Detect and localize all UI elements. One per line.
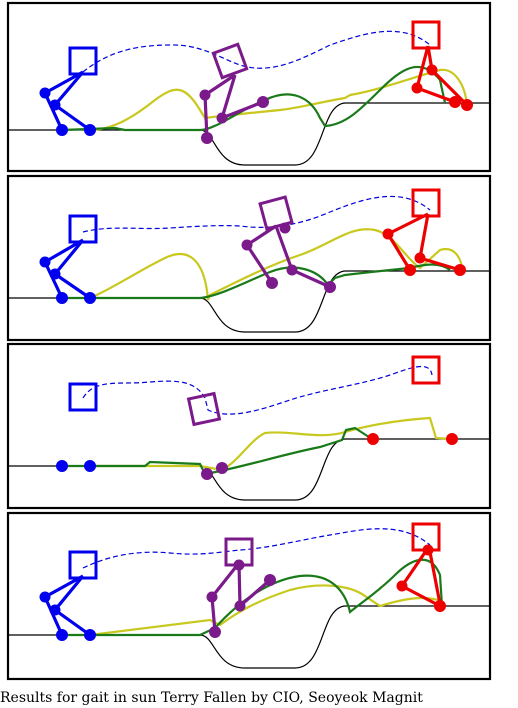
foot-joint — [84, 292, 96, 304]
panel-frame — [6, 1, 492, 173]
panel-3 — [6, 342, 492, 510]
foot-joint — [84, 460, 96, 472]
knee-joint — [241, 239, 253, 251]
foot-path-b — [62, 426, 373, 476]
robot-body — [411, 20, 441, 50]
robot-body — [211, 42, 249, 80]
robot-body — [411, 188, 441, 218]
robot-body — [68, 214, 98, 244]
end-robot — [382, 188, 466, 276]
foot-joint — [404, 264, 416, 276]
com-path — [82, 30, 431, 73]
panel-2 — [6, 174, 492, 342]
knee-joint — [396, 580, 408, 592]
foot-path-b — [61, 65, 447, 132]
foot-joint — [461, 99, 473, 111]
hip-joint — [279, 222, 291, 234]
knee-joint — [234, 600, 246, 612]
start-robot — [39, 46, 98, 136]
terrain-line — [8, 438, 490, 501]
panel-frame — [6, 342, 492, 510]
foot-joint — [84, 629, 96, 641]
mid-robot — [186, 391, 228, 480]
hip-joint — [233, 559, 245, 571]
foot-joint — [56, 124, 68, 136]
foot-path-a — [90, 416, 451, 472]
start-robot — [39, 550, 98, 641]
panel-4 — [6, 511, 492, 681]
knee-joint — [414, 252, 426, 264]
robot-body — [68, 46, 98, 76]
knee-joint — [411, 82, 423, 94]
knee-joint — [286, 264, 298, 276]
knee-joint — [39, 256, 51, 268]
robot-body — [411, 355, 441, 385]
foot-joint — [201, 132, 213, 144]
com-path — [82, 528, 431, 569]
start-robot — [39, 214, 98, 304]
robot-body — [186, 391, 222, 427]
end-robot — [367, 355, 458, 445]
panel-frame — [6, 174, 492, 342]
foot-path-a — [89, 228, 464, 301]
com-path — [82, 365, 433, 415]
robot-body — [258, 195, 294, 231]
foot-joint — [216, 462, 228, 474]
knee-joint — [206, 591, 218, 603]
foot-path-b — [62, 263, 451, 300]
foot-joint — [201, 468, 213, 480]
knee-joint — [49, 604, 61, 616]
foot-joint — [446, 433, 458, 445]
robot-legs — [42, 238, 91, 300]
foot-joint — [56, 460, 68, 472]
foot-joint — [449, 96, 461, 108]
foot-path-a — [89, 68, 469, 132]
mid-robot — [206, 537, 276, 638]
foot-joint — [209, 626, 221, 638]
mid-robot — [199, 42, 269, 144]
foot-joint — [84, 124, 96, 136]
robot-legs — [42, 574, 91, 637]
knee-joint — [216, 112, 228, 124]
robot-body — [68, 550, 98, 580]
foot-joint — [454, 264, 466, 276]
foot-joint — [56, 629, 68, 641]
foot-path-a — [89, 584, 439, 637]
robot-legs — [203, 73, 264, 139]
end-robot — [411, 20, 473, 111]
foot-joint — [367, 433, 379, 445]
foot-joint — [266, 277, 278, 289]
robot-legs — [399, 547, 442, 608]
mid-robot — [241, 195, 336, 293]
panel-1 — [6, 1, 492, 173]
knee-joint — [426, 64, 438, 76]
knee-joint — [49, 99, 61, 111]
foot-joint — [264, 574, 276, 586]
start-robot — [56, 382, 98, 472]
knee-joint — [49, 268, 61, 280]
knee-joint — [39, 87, 51, 99]
foot-joint — [56, 292, 68, 304]
figure-caption: Results for gait in sun Terry Fallen by … — [0, 690, 423, 706]
robot-body — [68, 382, 98, 412]
foot-joint — [324, 281, 336, 293]
knee-joint — [382, 228, 394, 240]
com-path — [82, 195, 431, 233]
panel-frame — [6, 511, 492, 681]
knee-joint — [39, 591, 51, 603]
end-robot — [396, 522, 446, 612]
foot-joint — [434, 600, 446, 612]
foot-joint — [257, 96, 269, 108]
hip-joint — [422, 544, 434, 556]
terrain-line — [8, 605, 490, 669]
knee-joint — [199, 89, 211, 101]
robot-legs — [244, 224, 331, 289]
